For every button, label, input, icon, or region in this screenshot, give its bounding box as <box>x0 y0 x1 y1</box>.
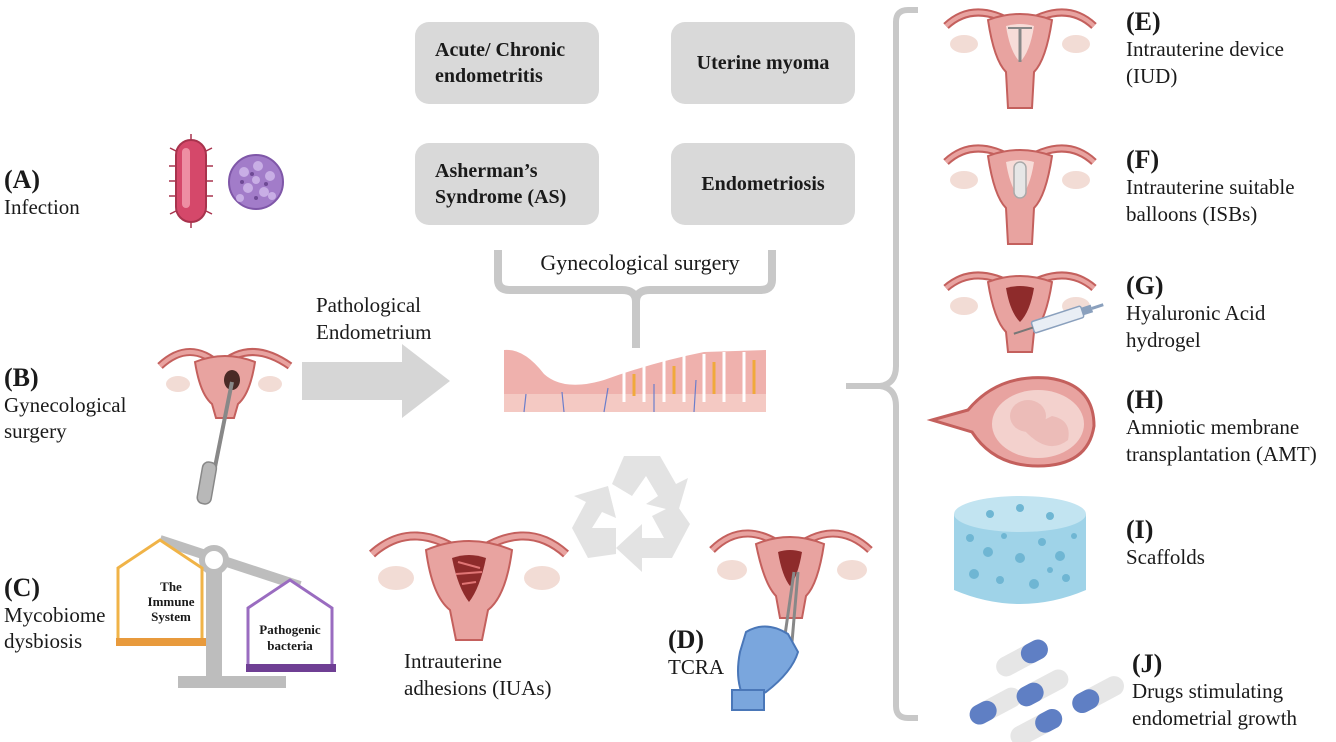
brace-label: Gynecological surgery <box>520 250 760 276</box>
immune-system-label: The Immune System <box>136 579 206 624</box>
label-gyn-surgery-line1: Gynecological <box>4 393 127 417</box>
letter-g: (G) <box>1126 271 1164 300</box>
letter-a: (A) <box>4 165 41 194</box>
drugs-line1: Drugs stimulating <box>1132 679 1284 703</box>
pathogenic-bacteria-label: Pathogenic bacteria <box>248 622 332 654</box>
label-isb: (F) Intrauterine suitable balloons (ISBs… <box>1126 146 1295 228</box>
iud-uterus-icon <box>943 8 1097 109</box>
tcra-uterus-icon <box>709 529 873 711</box>
letter-j: (J) <box>1132 649 1163 678</box>
scaffolds-text: Scaffolds <box>1126 545 1205 569</box>
endometriosis-text: Endometriosis <box>701 173 825 195</box>
label-gyn-surgery-line2: surgery <box>4 419 67 443</box>
amt-line2: transplantation (AMT) <box>1126 442 1317 466</box>
tcra-label: (D) TCRA <box>668 626 724 680</box>
letter-c: (C) <box>4 573 41 602</box>
treatment-bracket <box>846 7 918 721</box>
hydrogel-line2: hydrogel <box>1126 328 1201 352</box>
label-infection-text: Infection <box>4 195 80 219</box>
endometritis-line1: Acute/ Chronic <box>435 39 566 61</box>
arrow-label-line2: Endometrium <box>316 320 432 344</box>
letter-b: (B) <box>4 363 39 392</box>
balloon-uterus-icon <box>943 144 1097 245</box>
endometrium-tissue-icon <box>504 349 766 413</box>
label-mycobiome-line1: Mycobiome <box>4 603 106 627</box>
virus-icon <box>228 154 284 210</box>
balance-scale-icon <box>116 535 336 688</box>
uterine-myoma-text: Uterine myoma <box>696 52 830 74</box>
label-drugs: (J) Drugs stimulating endometrial growth <box>1132 650 1297 732</box>
letter-d: (D) <box>668 625 705 654</box>
label-scaffolds: (I) Scaffolds <box>1126 516 1205 571</box>
drugs-line2: endometrial growth <box>1132 706 1298 730</box>
immune-line3: System <box>151 609 191 624</box>
bacteria-icon <box>169 134 213 228</box>
letter-f: (F) <box>1126 145 1160 174</box>
box-endometriosis: Endometriosis <box>671 143 855 225</box>
iua-label-line2: adhesions (IUAs) <box>404 676 552 700</box>
letter-e: (E) <box>1126 7 1161 36</box>
label-infection: (A) Infection <box>4 166 80 220</box>
iud-line2: (IUD) <box>1126 64 1178 88</box>
arrow-label: Pathological Endometrium <box>316 292 431 346</box>
label-amt: (H) Amniotic membrane transplantation (A… <box>1126 386 1317 468</box>
box-endometritis: Acute/ Chronic endometritis <box>415 22 599 104</box>
uterus-curette-icon <box>157 348 293 505</box>
arrow-label-line1: Pathological <box>316 293 421 317</box>
endometritis-line2: endometritis <box>435 65 543 87</box>
letter-h: (H) <box>1126 385 1164 414</box>
iua-uterus-icon <box>368 531 570 641</box>
hydrogel-uterus-icon <box>943 271 1104 353</box>
scaffold-icon <box>954 496 1086 604</box>
pills-icon <box>969 639 1125 742</box>
tcra-text: TCRA <box>668 655 725 679</box>
label-mycobiome-line2: dysbiosis <box>4 629 83 653</box>
immune-line1: The <box>160 579 182 594</box>
label-mycobiome: (C) Mycobiome dysbiosis <box>4 574 105 654</box>
hydrogel-line1: Hyaluronic Acid <box>1126 301 1266 325</box>
amt-line1: Amniotic membrane <box>1126 415 1300 439</box>
right-arrow-icon <box>302 344 450 418</box>
asherman-line1: Asherman’s <box>435 160 538 182</box>
amniotic-icon <box>926 376 1096 468</box>
label-iud: (E) Intrauterine device (IUD) <box>1126 8 1284 90</box>
asherman-line2: Syndrome (AS) <box>435 186 567 208</box>
pathogen-line1: Pathogenic <box>259 622 321 637</box>
isb-line2: balloons (ISBs) <box>1126 202 1258 226</box>
label-gyn-surgery: (B) Gynecological surgery <box>4 364 126 444</box>
pathogen-line2: bacteria <box>267 638 313 653</box>
iua-label-line1: Intrauterine <box>404 649 502 673</box>
letter-i: (I) <box>1126 515 1154 544</box>
surgery-brace <box>494 250 776 348</box>
iua-label: Intrauterine adhesions (IUAs) <box>404 648 552 702</box>
immune-line2: Immune <box>147 594 195 609</box>
iud-line1: Intrauterine device <box>1126 37 1284 61</box>
isb-line1: Intrauterine suitable <box>1126 175 1295 199</box>
recycle-icon <box>572 456 690 572</box>
label-hydrogel: (G) Hyaluronic Acid hydrogel <box>1126 272 1265 354</box>
box-uterine-myoma: Uterine myoma <box>671 22 855 104</box>
